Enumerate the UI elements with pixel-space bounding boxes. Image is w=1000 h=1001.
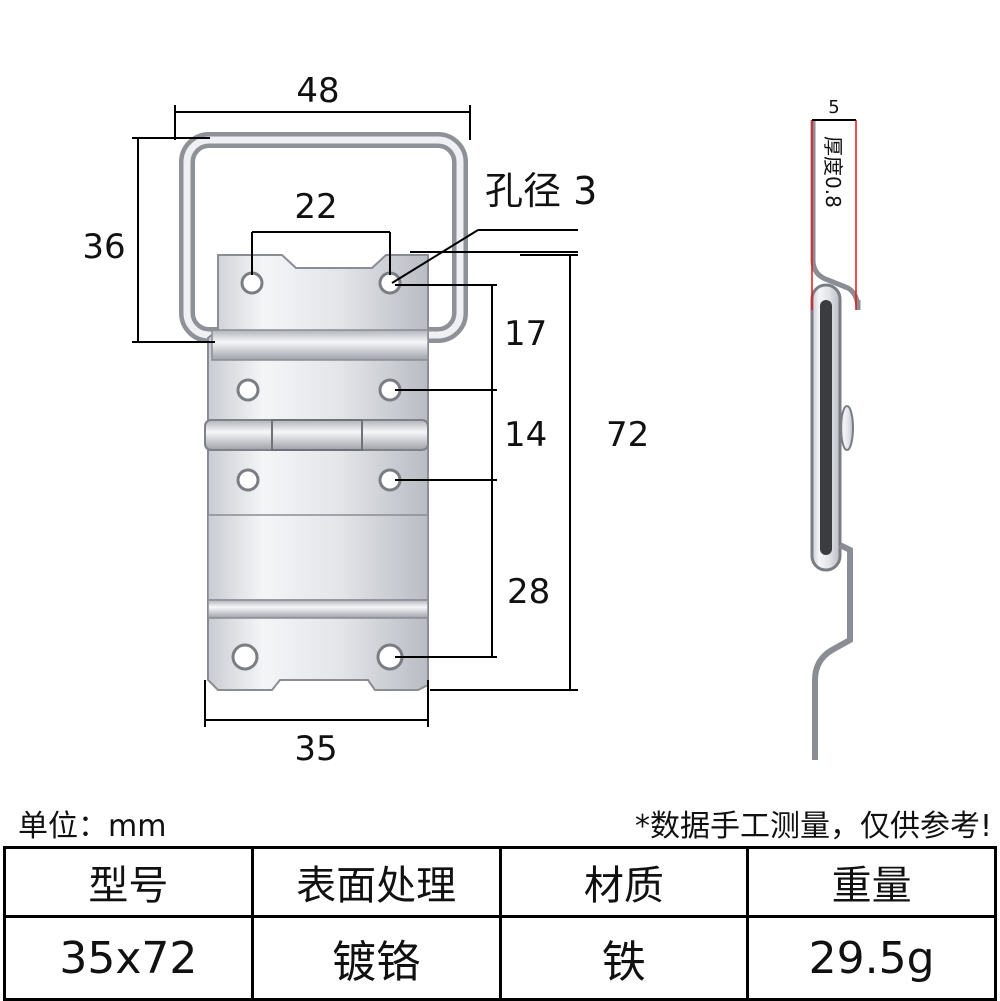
value-material: 铁: [498, 915, 750, 1001]
dim-hole-spacing: 22: [294, 187, 337, 227]
dim-ring-height: 36: [82, 227, 125, 267]
dim-segment-1: 17: [504, 314, 547, 354]
header-model: 型号: [3, 846, 254, 918]
spec-table: 型号 表面处理 材质 重量 35x72 镀铬 铁 29.5g: [3, 846, 997, 1001]
value-surface: 镀铬: [250, 915, 502, 1001]
unit-label: 单位：mm: [18, 809, 167, 844]
dim-total-length: 72: [606, 415, 649, 455]
header-weight: 重量: [746, 846, 997, 918]
unit-row: 单位：mm *数据手工测量，仅供参考!: [0, 795, 1000, 845]
dim-segment-3: 28: [507, 572, 550, 612]
technical-drawing: 48 36 22 孔径 3 17 14 28 72 35 5 厚度0.8: [82, 71, 861, 769]
hinge-plate: [204, 254, 429, 691]
header-material: 材质: [498, 846, 750, 918]
measurement-note: *数据手工测量，仅供参考!: [634, 809, 992, 844]
dim-plate-width: 35: [294, 729, 337, 769]
value-weight: 29.5g: [746, 915, 997, 1001]
side-view: [810, 120, 861, 760]
dim-thickness: 厚度0.8: [821, 136, 845, 208]
header-surface: 表面处理: [250, 846, 502, 918]
dim-segment-2: 14: [504, 415, 547, 455]
dim-hole-diameter: 孔径 3: [485, 169, 597, 213]
dim-ring-width: 48: [296, 71, 339, 111]
dim-side-depth: 5: [828, 97, 839, 118]
dimension-lines: [132, 105, 856, 727]
spec-value-row: 35x72 镀铬 铁 29.5g: [3, 915, 997, 1001]
spec-header-row: 型号 表面处理 材质 重量: [3, 846, 997, 918]
value-model: 35x72: [3, 915, 254, 1001]
